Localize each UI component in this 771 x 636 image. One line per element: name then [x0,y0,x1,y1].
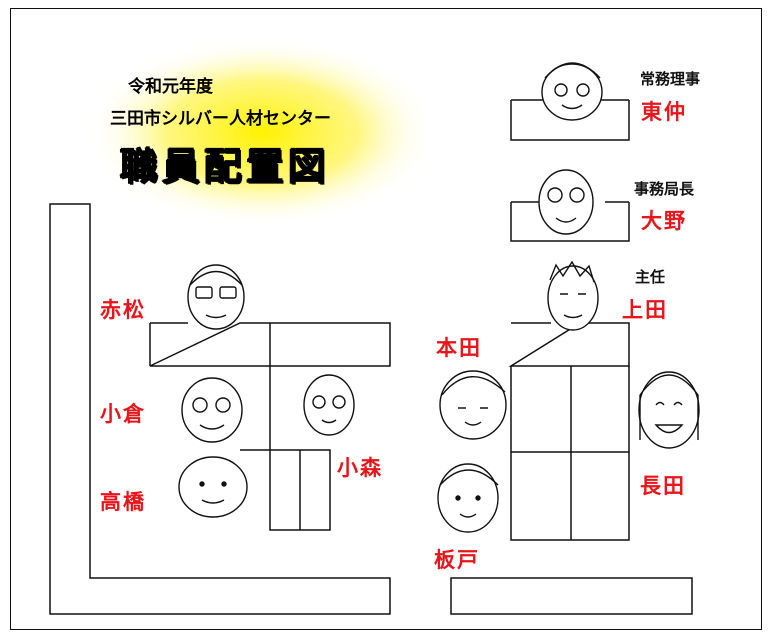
name-nagata: 長田 [640,474,686,498]
face-higashinaka [541,62,603,121]
name-komori: 小森 [337,456,383,480]
role-higashinaka: 常務理事 [640,70,701,88]
name-honda: 本田 [436,336,482,360]
name-higashinaka: 東仲 [641,100,687,124]
desk-higashinaka [510,99,630,141]
role-ono: 事務局長 [634,180,695,198]
name-takahashi: 高橋 [100,490,146,514]
face-nagata [638,371,700,449]
counter-bottom-right [450,577,693,615]
desk-cluster-left-top [149,322,391,367]
diagram-frame [10,8,762,630]
role-ueda: 主任 [635,268,666,286]
name-ono: 大野 [641,209,687,233]
desk-cluster-left-spine [269,366,331,531]
desk-ono [510,201,630,242]
name-ogura: 小倉 [100,402,146,426]
face-takahashi [178,456,248,518]
name-ueda: 上田 [622,298,668,322]
counter-left-l [49,203,391,615]
title-organization: 三田市シルバー人材センター [110,109,331,129]
face-komori [303,374,355,436]
desk-cluster-right-grid [510,366,630,541]
title-main: 職員配置図 [120,145,331,189]
title-year: 令和元年度 [128,77,213,97]
face-akamatsu [187,264,245,330]
face-ueda [547,260,599,331]
title-glow [87,37,437,227]
face-ono [538,169,594,235]
name-akamatsu: 赤松 [100,298,146,322]
name-itado: 板戸 [434,548,480,572]
face-honda [439,370,507,440]
face-itado [437,463,499,533]
face-ogura [181,377,243,443]
